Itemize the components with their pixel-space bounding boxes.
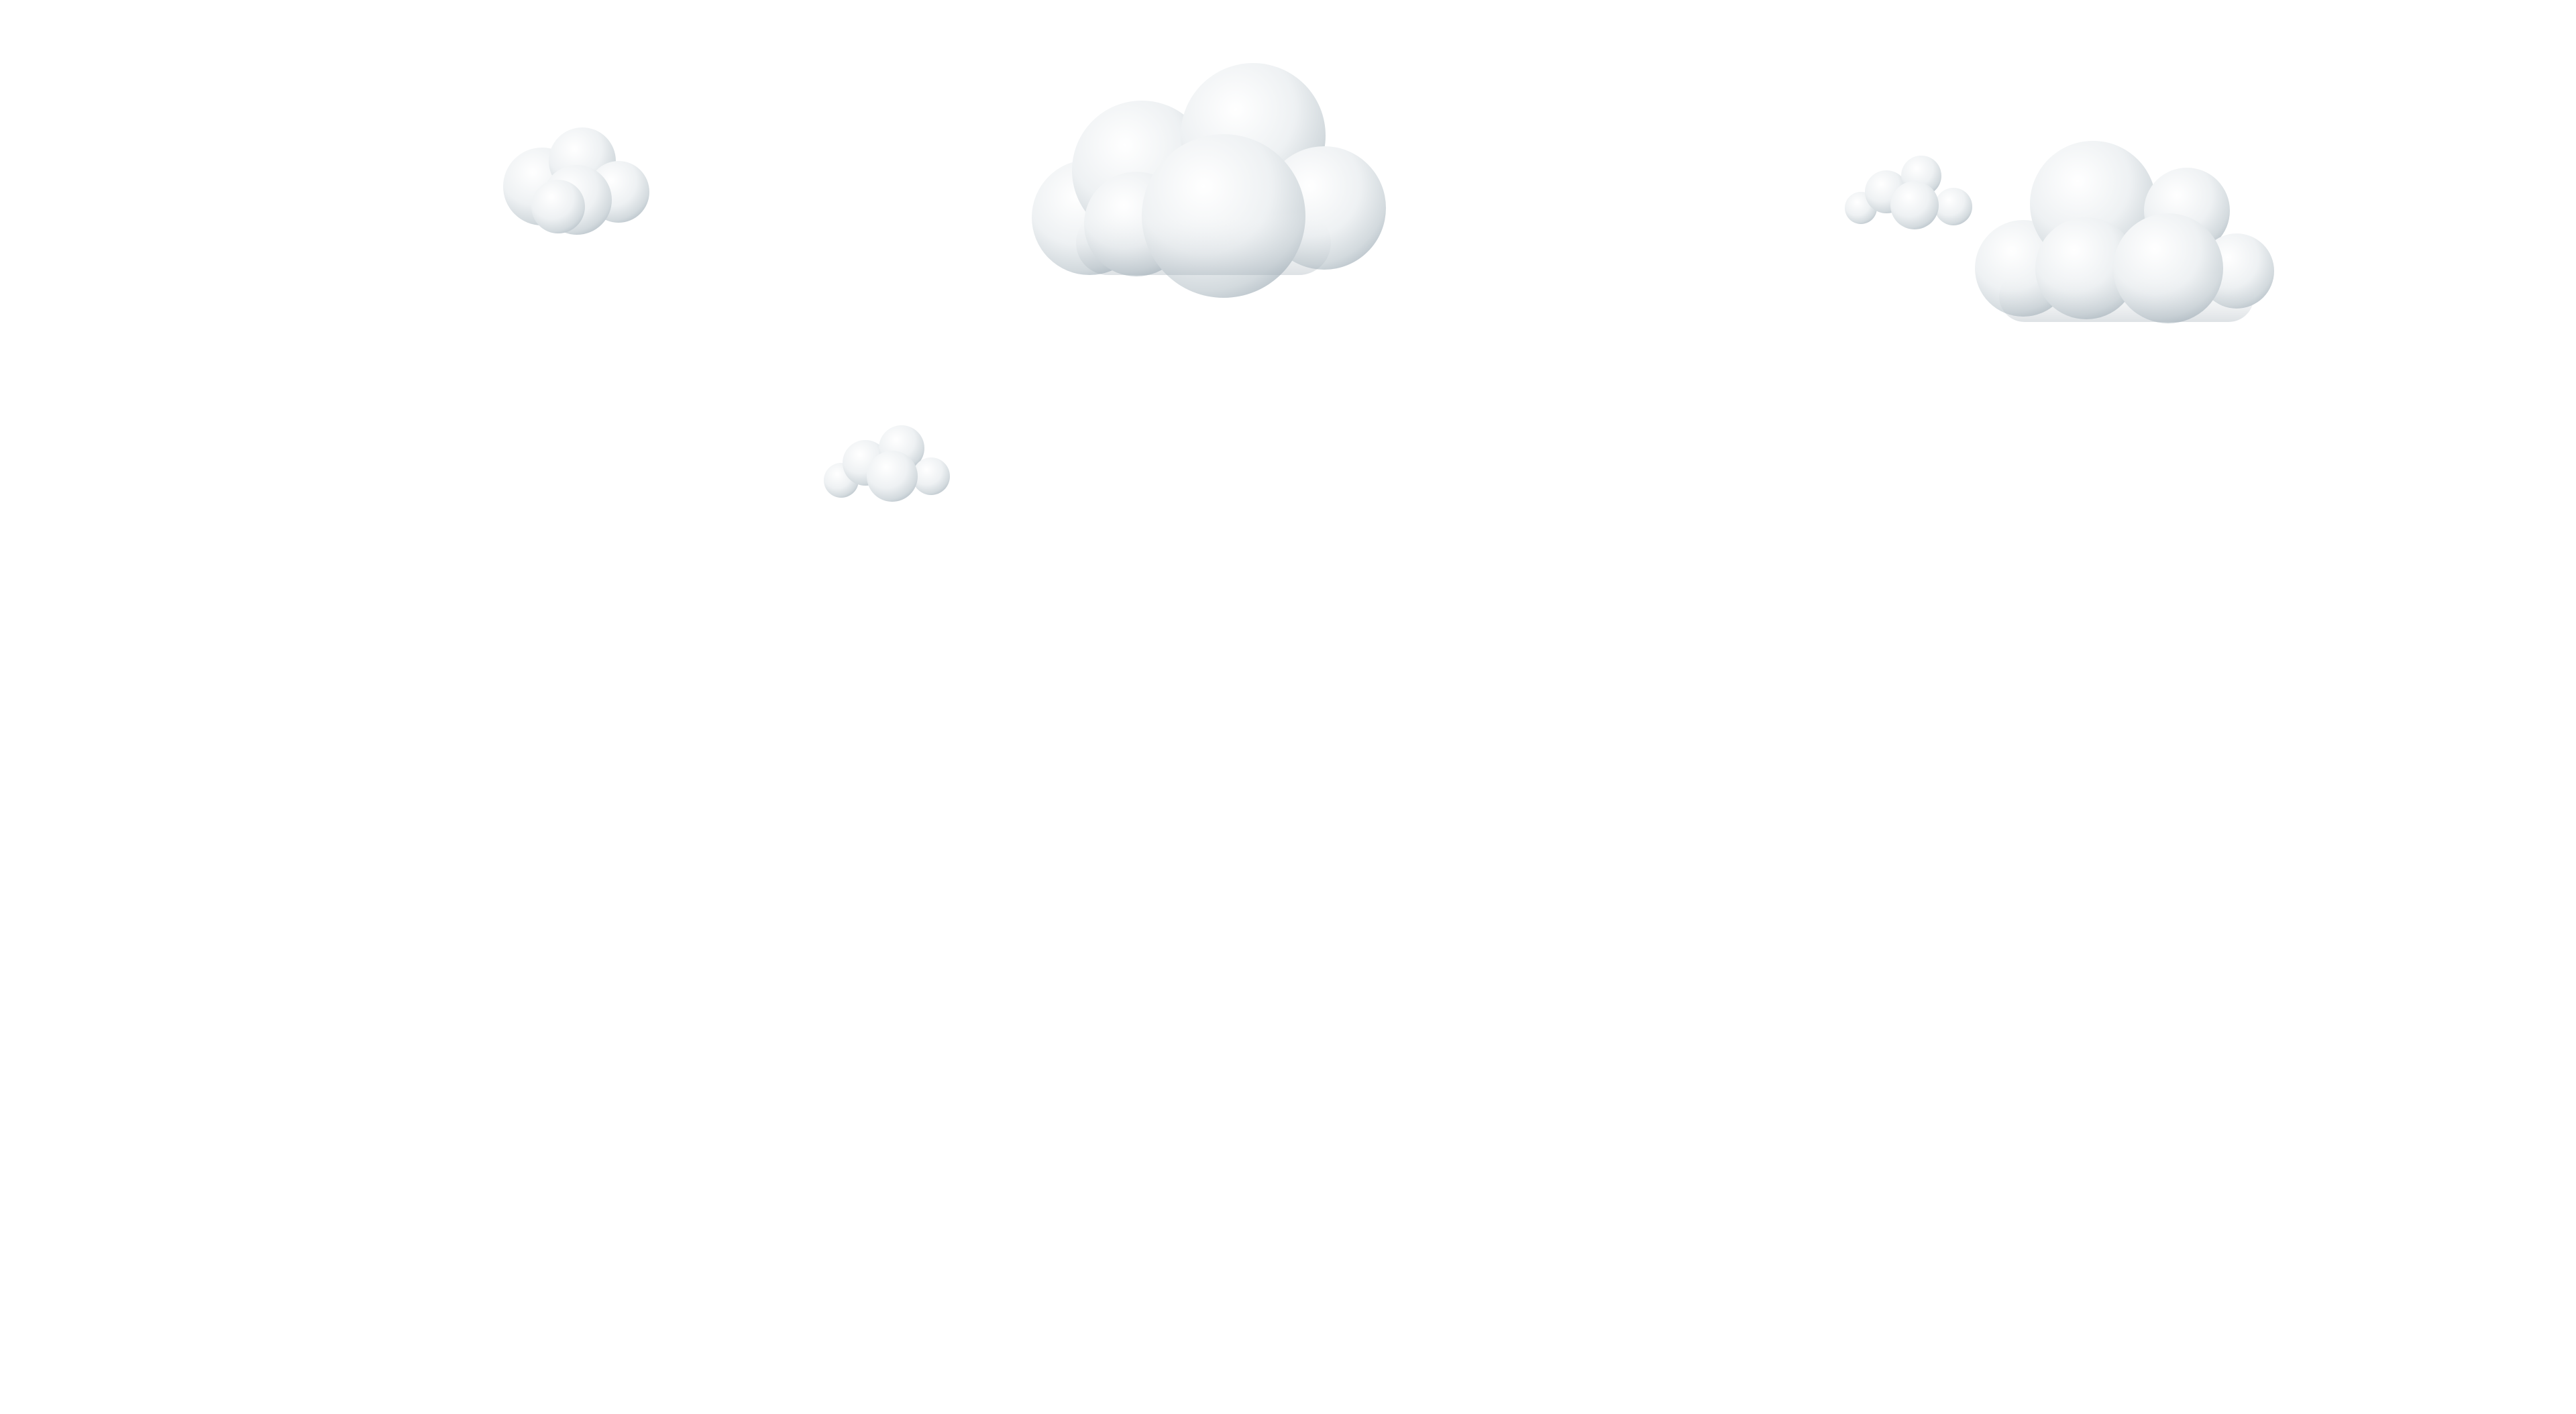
cloud-tiny-right (1843, 152, 1974, 231)
cloud-icon (1975, 141, 2274, 323)
cloud-icon (503, 127, 649, 235)
cloud-icon (1845, 156, 1972, 229)
cloud-medium-right (1972, 137, 2274, 325)
cloud-small-left (494, 113, 651, 239)
cloud-large-center (1022, 56, 1386, 298)
cloud-small-lower (822, 423, 950, 503)
cloud-icon (1032, 63, 1386, 298)
cloud-icon (824, 425, 950, 502)
